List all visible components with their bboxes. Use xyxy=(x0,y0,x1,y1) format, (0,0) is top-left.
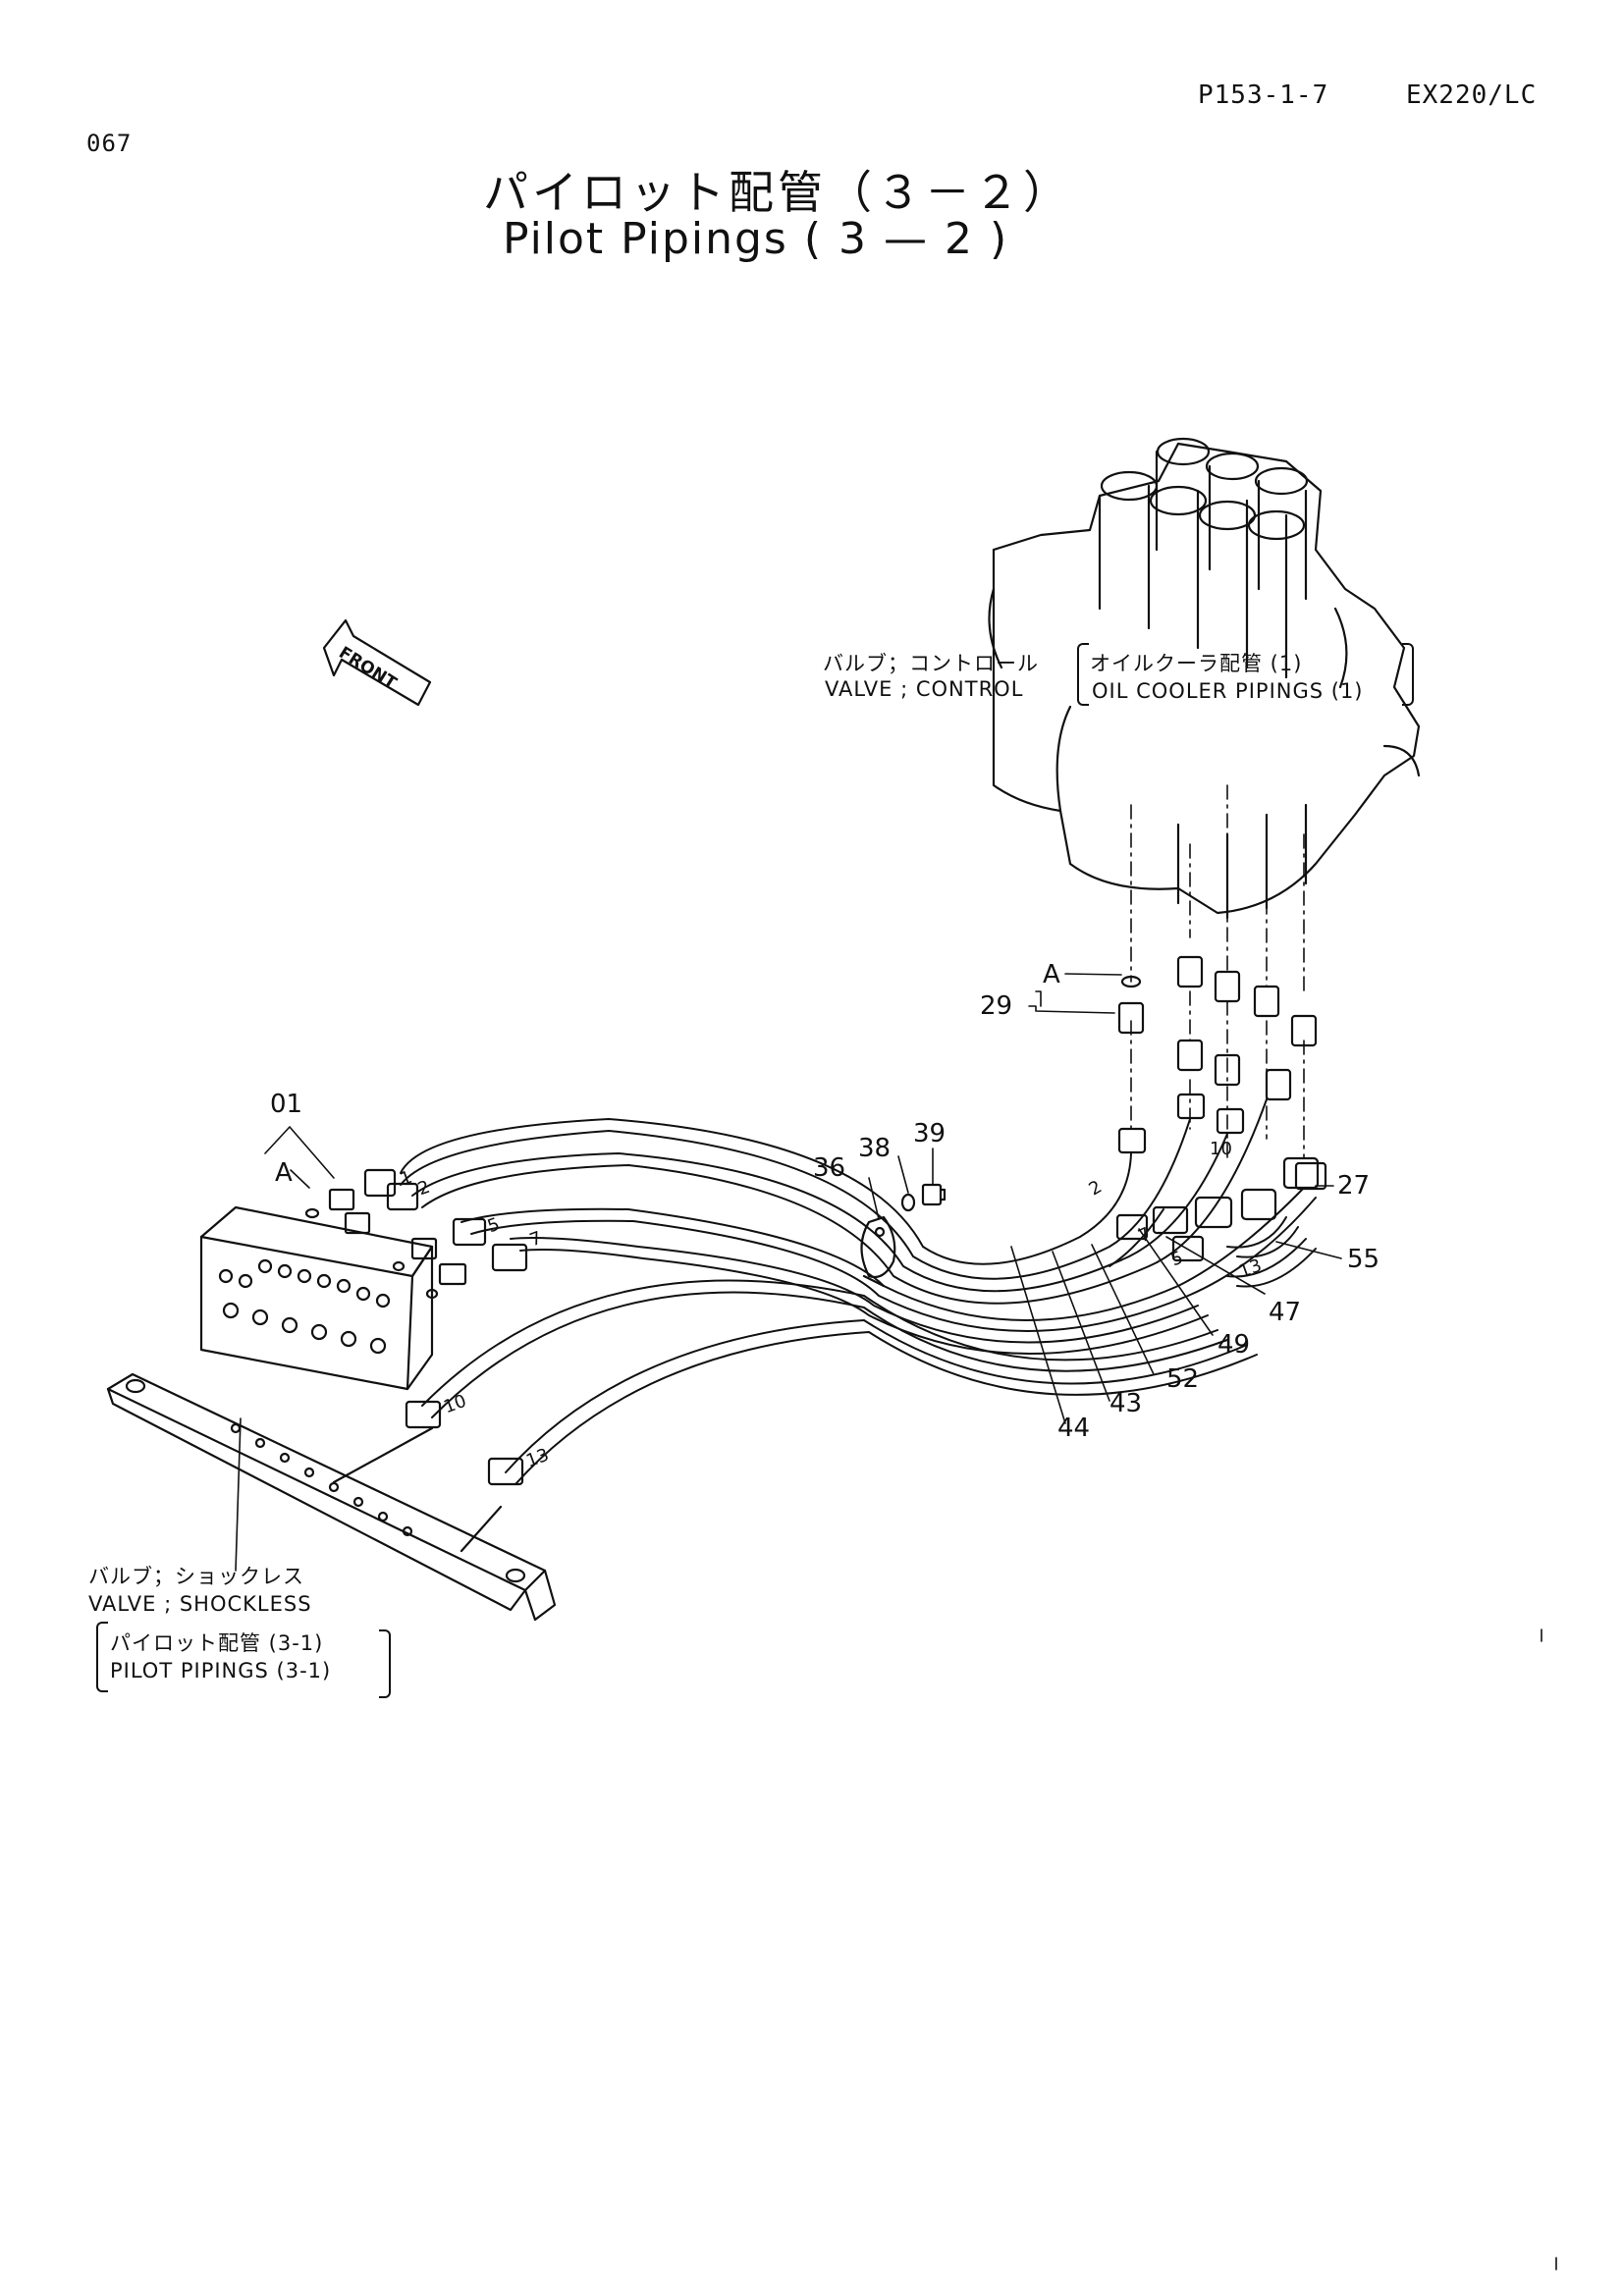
callout-27: 27 xyxy=(1337,1171,1371,1201)
callout-55: 55 xyxy=(1347,1245,1380,1274)
hose-tag-10-right: 10 xyxy=(1210,1139,1232,1159)
shockless-fittings xyxy=(304,1168,528,1486)
callout-a-right: A xyxy=(1043,960,1060,989)
front-arrow-icon xyxy=(322,618,432,707)
page-number: 067 xyxy=(86,130,133,157)
callout-44: 44 xyxy=(1057,1414,1091,1443)
callout-29: 29 xyxy=(980,991,1013,1021)
oil-cooler-bracket-left xyxy=(1077,643,1089,706)
pilot-ref-bracket-left xyxy=(96,1622,108,1692)
control-valve-label-en: VALVE ; CONTROL xyxy=(825,677,1024,701)
callout-49: 49 xyxy=(1217,1330,1251,1360)
elbow-fittings xyxy=(1115,1156,1320,1262)
pilot-ref-label-en: PILOT PIPINGS (3-1) xyxy=(110,1659,332,1682)
pilot-ref-label-jp: パイロット配管 (3-1) xyxy=(110,1631,324,1655)
control-valve-label-jp: バルブ；コントロール xyxy=(823,652,1039,675)
oil-cooler-bracket-right xyxy=(1402,643,1414,706)
callout-a-left: A xyxy=(275,1158,293,1188)
shockless-valve-label-jp: バルブ；ショックレス xyxy=(88,1565,304,1588)
oil-cooler-label-en: OIL COOLER PIPINGS (1) xyxy=(1092,679,1364,703)
callout-39: 39 xyxy=(913,1119,947,1148)
leader-lines xyxy=(235,973,1557,2270)
oil-cooler-label-jp: オイルクーラ配管 (1) xyxy=(1090,652,1303,675)
title-japanese: パイロット配管（３－２） xyxy=(483,166,1072,219)
callout-47: 47 xyxy=(1269,1298,1302,1327)
title-english: Pilot Pipings ( 3 — 2 ) xyxy=(503,214,1009,264)
control-valve-block xyxy=(988,437,1421,920)
hose-clamp-36 xyxy=(860,1215,896,1288)
callout-43: 43 xyxy=(1109,1389,1143,1418)
callout-38: 38 xyxy=(858,1134,892,1163)
callout-01: 01 xyxy=(270,1090,303,1119)
model-code: EX220/LC xyxy=(1406,80,1538,110)
callout-36: 36 xyxy=(813,1153,846,1183)
callout-52: 52 xyxy=(1166,1364,1200,1394)
bolt-38-39 xyxy=(900,1183,947,1212)
shockless-valve-label-en: VALVE ; SHOCKLESS xyxy=(88,1592,312,1616)
mounting-bracket xyxy=(106,1372,557,1622)
figure-code: P153-1-7 xyxy=(1198,80,1329,110)
shockless-valve-block xyxy=(199,1205,434,1391)
pilot-ref-bracket-right xyxy=(379,1629,391,1698)
